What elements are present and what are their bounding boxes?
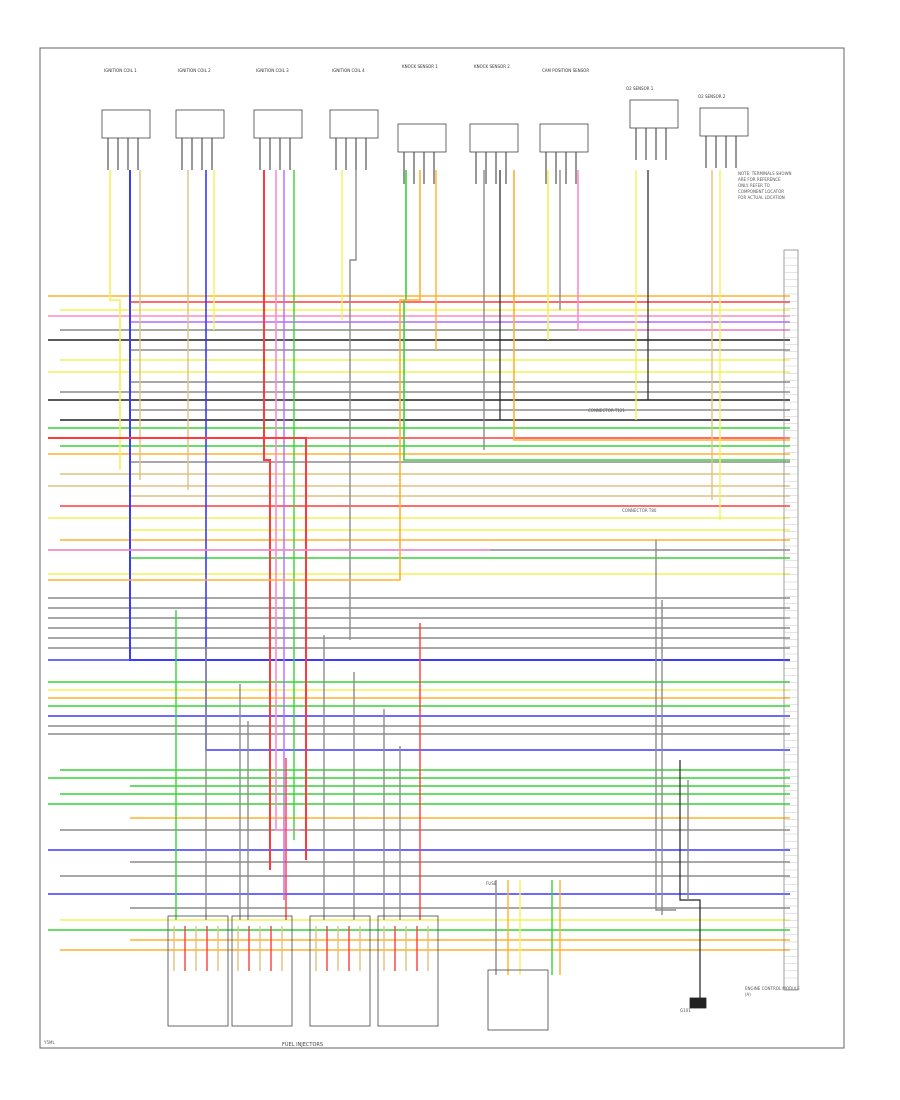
ground-symbol <box>689 997 707 1009</box>
connector-callout-2: CONNECTOR T80 <box>622 508 657 513</box>
connector-callout-1: CONNECTOR T121 <box>588 408 625 413</box>
feeder-wire <box>577 170 790 331</box>
note-line-4: COMPONENT LOCATOR <box>738 189 784 194</box>
bottom-caption: FUEL INJECTORS <box>282 1042 323 1048</box>
top-component-8: O2 SENSOR 1 <box>626 86 654 91</box>
feeder-wire <box>275 170 300 831</box>
ecm-note: (A) <box>745 992 751 997</box>
feeder-wire <box>263 170 271 870</box>
feeder-wire <box>403 170 790 461</box>
top-component-box <box>253 109 303 139</box>
note-line-5: FOR ACTUAL LOCATION <box>738 195 785 200</box>
top-component-box <box>101 109 151 139</box>
top-component-box <box>175 109 225 139</box>
note-line-1: NOTE: TERMINALS SHOWN <box>738 171 792 176</box>
fuel-injector-group <box>377 915 439 1027</box>
top-component-box <box>699 107 749 137</box>
feeder-wire <box>109 170 121 470</box>
wires-layer <box>48 128 790 1000</box>
labels-layer: Y5ML FUEL INJECTORS ENGINE CONTROL MODUL… <box>43 64 800 1048</box>
ecm-lower-wire <box>655 540 676 911</box>
top-component-6: KNOCK SENSOR 2 <box>474 64 510 69</box>
feeder-wire <box>48 437 307 860</box>
feeder-wire <box>513 170 790 441</box>
note-line-2: ARE FOR REFERENCE <box>738 177 781 182</box>
top-component-3: IGNITION COIL 3 <box>256 68 289 73</box>
top-component-4: IGNITION COIL 4 <box>332 68 365 73</box>
feeder-wire <box>129 170 790 661</box>
top-component-box <box>397 123 447 153</box>
top-component-9: O2 SENSOR 2 <box>698 94 726 99</box>
top-component-box <box>329 109 379 139</box>
ground-caption: G101 <box>680 1008 691 1013</box>
note-line-3: ONLY. REFER TO <box>738 183 770 188</box>
fuse-caption: FUSE <box>486 881 497 886</box>
feeder-wire <box>349 170 357 640</box>
ecm-lower-wire <box>679 760 701 1000</box>
ecm-caption: ENGINE CONTROL MODULE <box>745 986 800 991</box>
top-component-box <box>469 123 519 153</box>
top-component-5: KNOCK SENSOR 1 <box>402 64 438 69</box>
ecm-connector <box>783 249 799 991</box>
top-component-7: CAM POSITION SENSOR <box>542 68 589 73</box>
top-component-box <box>629 99 679 129</box>
top-component-2: IGNITION COIL 2 <box>178 68 211 73</box>
top-component-box <box>539 123 589 153</box>
diagram-frame <box>39 47 845 1049</box>
relay-connector <box>487 969 549 1031</box>
fuel-injector-group <box>231 915 293 1027</box>
fuel-injector-group <box>167 915 229 1027</box>
components-layer <box>101 99 799 1031</box>
fuel-injector-group <box>309 915 371 1027</box>
feeder-wire <box>48 170 421 581</box>
top-component-1: IGNITION COIL 1 <box>104 68 137 73</box>
footer-code: Y5ML <box>43 1040 55 1045</box>
